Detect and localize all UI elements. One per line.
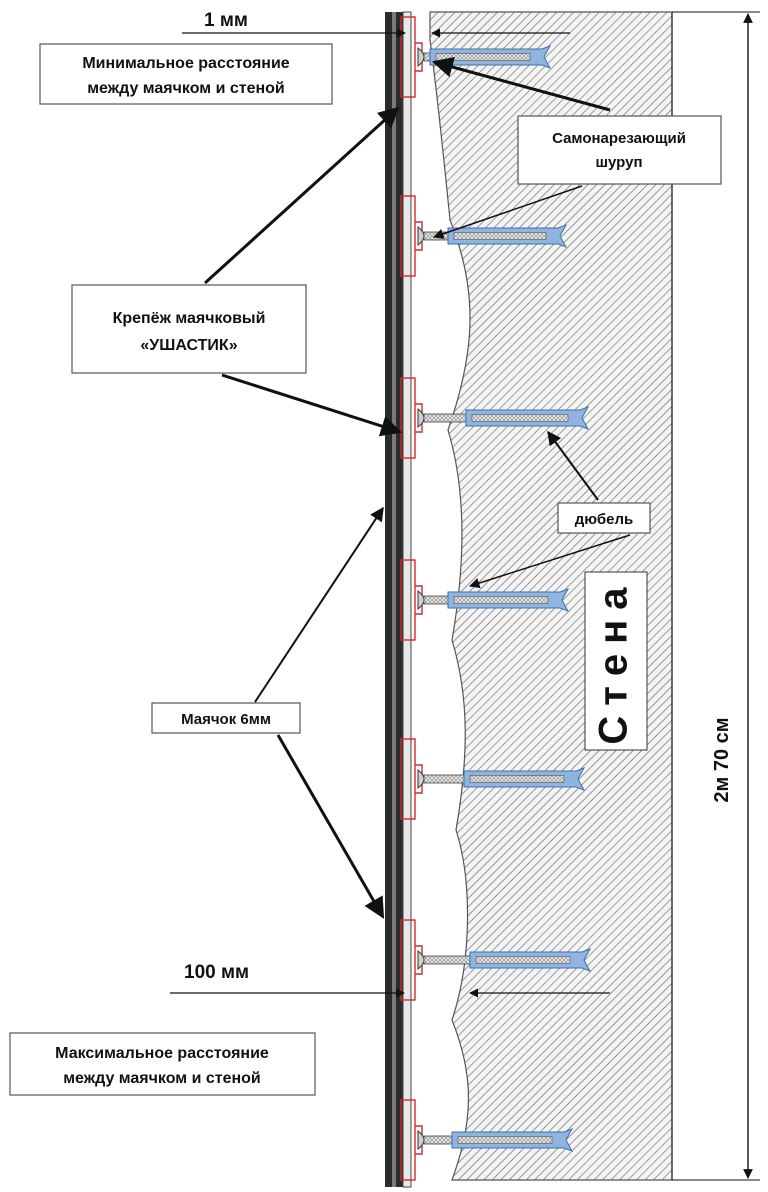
beacon-label: Маячок 6мм bbox=[181, 711, 271, 728]
screw-pointer-1 bbox=[431, 56, 611, 112]
wall-label: Стена bbox=[592, 577, 636, 744]
screw-thread bbox=[453, 596, 549, 604]
screw-thread bbox=[457, 1136, 553, 1144]
dowel-pointer-2 bbox=[468, 534, 631, 589]
min-gap-box bbox=[39, 43, 333, 105]
fastener-5 bbox=[400, 738, 586, 820]
clip-body bbox=[400, 919, 416, 1001]
screw-pointer-2 bbox=[433, 185, 583, 239]
min-gap-text-line2: между маячком и стеной bbox=[87, 80, 285, 97]
screw-thread bbox=[469, 775, 565, 783]
height-dimension-label: 2м 70 см bbox=[711, 717, 733, 802]
dowel-pointer-1 bbox=[547, 430, 599, 501]
beacon-pointer-1 bbox=[254, 506, 384, 703]
dowel-label: дюбель bbox=[575, 511, 634, 528]
dowel-label-box bbox=[557, 502, 651, 534]
screw-thread bbox=[475, 956, 571, 964]
screw-head bbox=[417, 46, 425, 68]
beacon-pointer-2 bbox=[276, 734, 385, 919]
screw-thread bbox=[435, 53, 531, 61]
screw-label-line1: Самонарезающий bbox=[552, 130, 686, 147]
beacon-rail bbox=[402, 11, 412, 1188]
fasteners bbox=[400, 16, 592, 1181]
screw-label-line2: шуруп bbox=[595, 154, 642, 171]
screw-thread bbox=[471, 414, 569, 422]
min-gap-text-line1: Минимальное расстояние bbox=[82, 55, 289, 72]
screw-head bbox=[417, 407, 425, 429]
fastener-3 bbox=[400, 377, 590, 459]
clip-pointer-2 bbox=[221, 373, 402, 437]
clip-body bbox=[400, 16, 416, 98]
max-gap-text-line2: между маячком и стеной bbox=[63, 1070, 261, 1087]
screw-thread bbox=[453, 232, 547, 240]
max-gap-text-line1: Максимальное расстояние bbox=[55, 1045, 269, 1062]
screw-head bbox=[417, 768, 425, 790]
clip-label-line1: Крепёж маячковый bbox=[113, 310, 266, 327]
beacon-profile-highlight bbox=[392, 12, 396, 1187]
clip-pointer-1 bbox=[203, 106, 400, 285]
screw-head bbox=[417, 1129, 425, 1151]
fastener-2 bbox=[400, 195, 568, 277]
fastener-4 bbox=[400, 559, 570, 641]
clip-body bbox=[400, 195, 416, 277]
screw-label-box bbox=[517, 115, 722, 185]
max-gap-box bbox=[9, 1032, 316, 1096]
fastener-7 bbox=[400, 1099, 574, 1181]
min-gap-value: 1 мм bbox=[204, 10, 248, 31]
clip-body bbox=[400, 559, 416, 641]
screw-head bbox=[417, 225, 425, 247]
screw-head bbox=[417, 589, 425, 611]
clip-label-box bbox=[71, 284, 307, 374]
clip-body bbox=[400, 1099, 416, 1181]
fastener-6 bbox=[400, 919, 592, 1001]
beacon-label-box bbox=[151, 702, 301, 734]
wall-label-box bbox=[584, 571, 648, 751]
clip-body bbox=[400, 738, 416, 820]
screw-head bbox=[417, 949, 425, 971]
max-gap-value: 100 мм bbox=[184, 962, 249, 983]
clip-label-line2: «УШАСТИК» bbox=[140, 337, 237, 354]
fastener-1 bbox=[400, 16, 552, 98]
